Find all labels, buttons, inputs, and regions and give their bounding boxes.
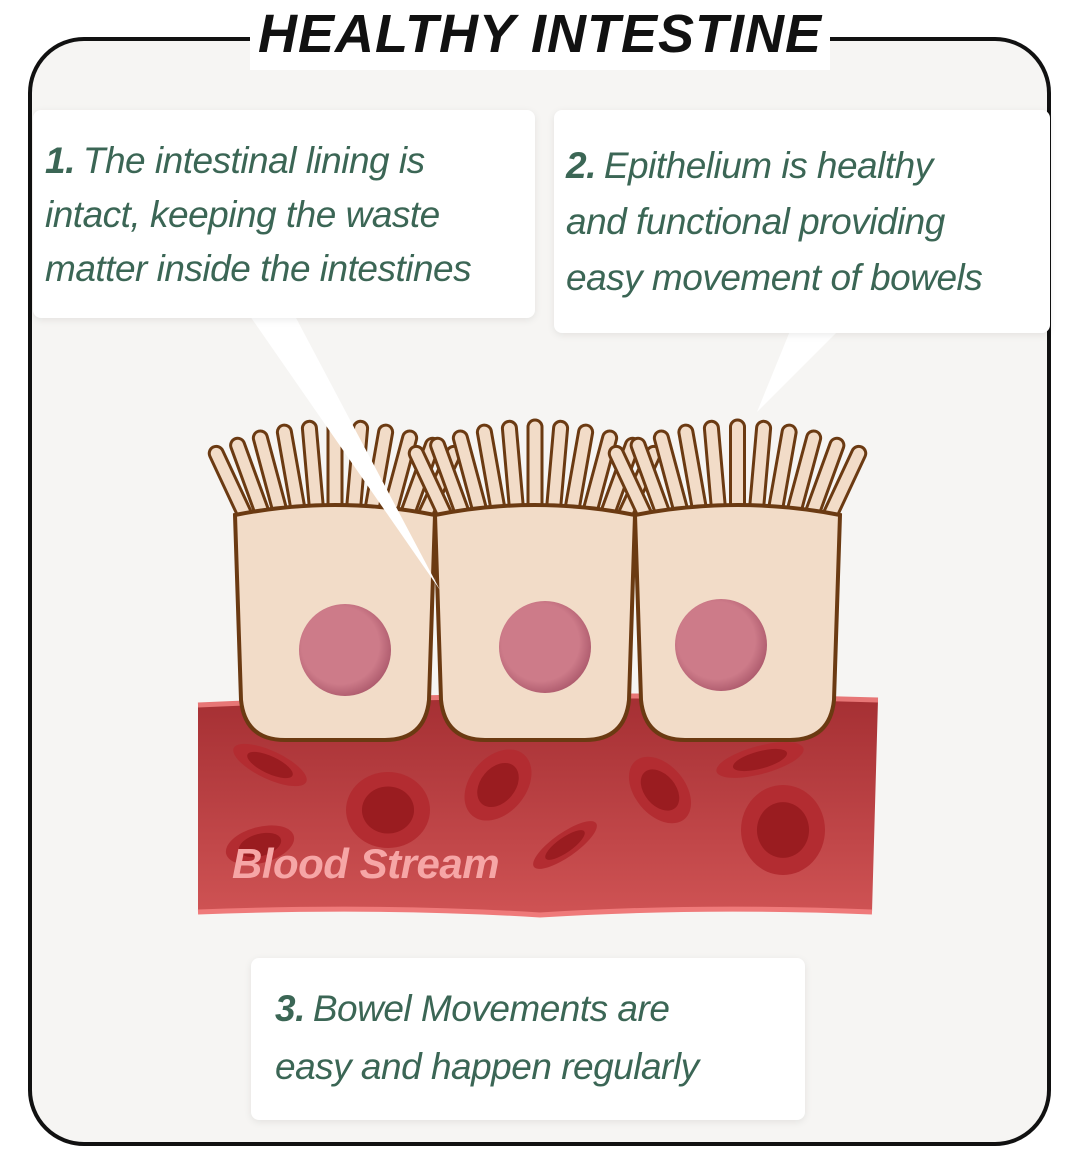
callout-line: Bowel Movements are — [312, 988, 670, 1029]
callout-line: easy movement of bowels — [566, 257, 983, 298]
red-blood-cell — [533, 821, 597, 869]
blood-stream-label: Blood Stream — [232, 840, 500, 887]
epithelial-cell — [607, 418, 868, 742]
red-blood-cell — [716, 742, 804, 778]
red-blood-cell — [346, 772, 430, 848]
red-blood-cell — [225, 825, 295, 865]
callout-1-pointer — [250, 316, 440, 590]
nucleus — [675, 599, 767, 691]
nucleus — [299, 604, 391, 696]
callout-number: 1. — [45, 140, 75, 181]
callout-line: matter inside the intestines — [45, 248, 472, 289]
red-blood-cell — [464, 749, 532, 821]
callout-3: 3.Bowel Movements are easy and happen re… — [251, 958, 805, 1120]
red-blood-cell — [233, 743, 307, 787]
callout-line: Epithelium is healthy — [603, 145, 933, 186]
epithelial-cell — [407, 418, 663, 742]
red-blood-cell — [628, 756, 692, 824]
callout-line: intact, keeping the waste — [45, 194, 440, 235]
callout-line: and functional providing — [566, 201, 945, 242]
callout-1: 1.The intestinal lining is intact, keepi… — [33, 110, 535, 318]
callout-number: 2. — [566, 145, 596, 186]
callout-line: The intestinal lining is — [82, 140, 425, 181]
callout-number: 3. — [275, 988, 305, 1029]
callout-line: easy and happen regularly — [275, 1046, 699, 1087]
red-blood-cell — [741, 785, 825, 875]
epithelial-cells — [207, 418, 868, 742]
callout-2-pointer — [757, 331, 838, 412]
nucleus — [499, 601, 591, 693]
diagram-title: HEALTHY INTESTINE — [250, 0, 830, 70]
callout-2: 2.Epithelium is healthy and functional p… — [554, 110, 1050, 333]
